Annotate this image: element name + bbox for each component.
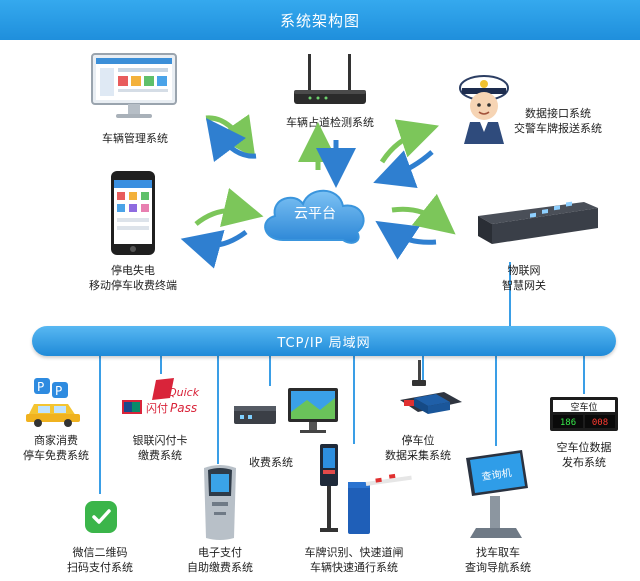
node-unionpay: 银联闪付卡 缴费系统 [110,433,210,463]
arrow-blue-tr [373,150,434,188]
vacancy-header: 空车位 [570,401,597,413]
vacancy-left: 186 [560,418,576,428]
toll-device-icon [234,388,338,433]
node-plate: 车牌识别、快速道闸 车辆快速通行系统 [292,545,416,575]
node-label-line: 电子支付 [198,546,242,559]
drop-line-plate [353,354,355,444]
drop-line-space [422,354,424,380]
sync-arrows [180,114,456,269]
node-label-line: 扫码支付系统 [67,561,133,574]
arrow-green-mr [391,193,456,235]
cloud-label: 云平台 [294,206,336,222]
monitor-icon [91,53,177,118]
parking-p-2: P [55,384,62,398]
diagram-title: 系统架构图 [279,11,360,30]
quickpass-quick: Quick [168,386,200,399]
arrow-green-tl [205,114,256,159]
kiosk-icon [204,465,236,540]
quickpass-icon: Quick 闪付 Pass [122,378,200,415]
cloud-label-box: 云平台 [285,203,345,223]
phone-icon [111,171,155,255]
lan-bus: TCP/IP 局域网 [32,326,616,356]
node-wechat: 微信二维码 扫码支付系统 [50,545,150,575]
node-police: 数据接口系统 交警车牌报送系统 [496,106,620,136]
node-label-line: 找车取车 [476,546,520,559]
cloud-icon [264,189,365,244]
drop-line-vacancy [583,354,585,394]
parking-car-icon: P P [26,378,80,427]
node-iot-gateway: 物联网 智慧网关 [484,263,564,293]
arrow-green-ml [194,188,264,228]
node-merchant: 商家消费 停车免费系统 [6,433,106,463]
arrow-blue-ml [180,229,248,269]
drop-line-findcar [495,354,497,446]
barrier-gate-icon [320,444,412,534]
gateway-icon [478,201,598,244]
quickpass-cn: 闪付 [146,401,168,415]
node-label-line: 停电失电 [111,264,155,277]
node-label-line: 移动停车收费终端 [89,279,177,292]
node-label-line: 智慧网关 [502,279,546,292]
drop-line-toll [269,354,271,386]
query-kiosk-icon: 查询机 [466,450,528,538]
node-space-collect: 停车位 数据采集系统 [368,433,468,463]
gateway-link-line [509,262,511,328]
node-label-line: 自助缴费系统 [187,561,253,574]
title-bar: 系统架构图 [0,0,640,40]
node-label-line: 缴费系统 [138,449,182,462]
kiosk-screen-text: 查询机 [481,466,513,483]
node-vacancy: 空车位数据 发布系统 [536,440,632,470]
node-label-line: 微信二维码 [72,546,128,559]
drop-line-epay [217,354,219,464]
arrow-blue-mr [375,220,437,260]
police-icon [459,75,509,144]
node-label-line: 商家消费 [34,434,78,447]
drop-line-merchant [99,354,101,494]
node-label-line: 发布系统 [562,456,606,469]
node-label-line: 交警车牌报送系统 [514,122,602,135]
node-find-car: 找车取车 查询导航系统 [448,545,548,575]
node-label-line: 停车位 [401,434,435,447]
quickpass-en: Pass [170,401,197,415]
node-toll: 收费系统 [233,455,309,470]
node-vehicle-mgmt: 车辆管理系统 [85,131,185,146]
lan-bus-label: TCP/IP 局域网 [277,335,371,351]
drop-line-unionpay [160,354,162,374]
node-label-line: 数据采集系统 [385,449,451,462]
parking-sensor-icon [400,360,462,414]
node-label-line: 空车位数据 [556,441,612,454]
node-label-line: 银联闪付卡 [132,434,188,447]
node-label-line: 停车免费系统 [23,449,89,462]
parking-p-1: P [37,380,44,394]
node-mobile-pos: 停电失电 移动停车收费终端 [68,263,198,293]
router-icon [294,54,366,104]
vacancy-right: 008 [592,418,608,428]
node-label-line: 物联网 [507,264,541,277]
node-label-line: 数据接口系统 [525,107,591,120]
node-label-line: 车辆快速通行系统 [310,561,398,574]
arrow-green-tr [379,119,439,164]
wechat-icon [85,501,117,533]
node-label-line: 收费系统 [249,456,293,469]
node-label-line: 车辆管理系统 [102,132,168,145]
node-label-line: 车牌识别、快速道闸 [304,546,404,559]
node-label-line: 查询导航系统 [465,561,531,574]
arrow-blue-tl [205,118,257,163]
node-epay: 电子支付 自助缴费系统 [170,545,270,575]
vacancy-board-icon: 空车位 186 008 [550,397,618,431]
